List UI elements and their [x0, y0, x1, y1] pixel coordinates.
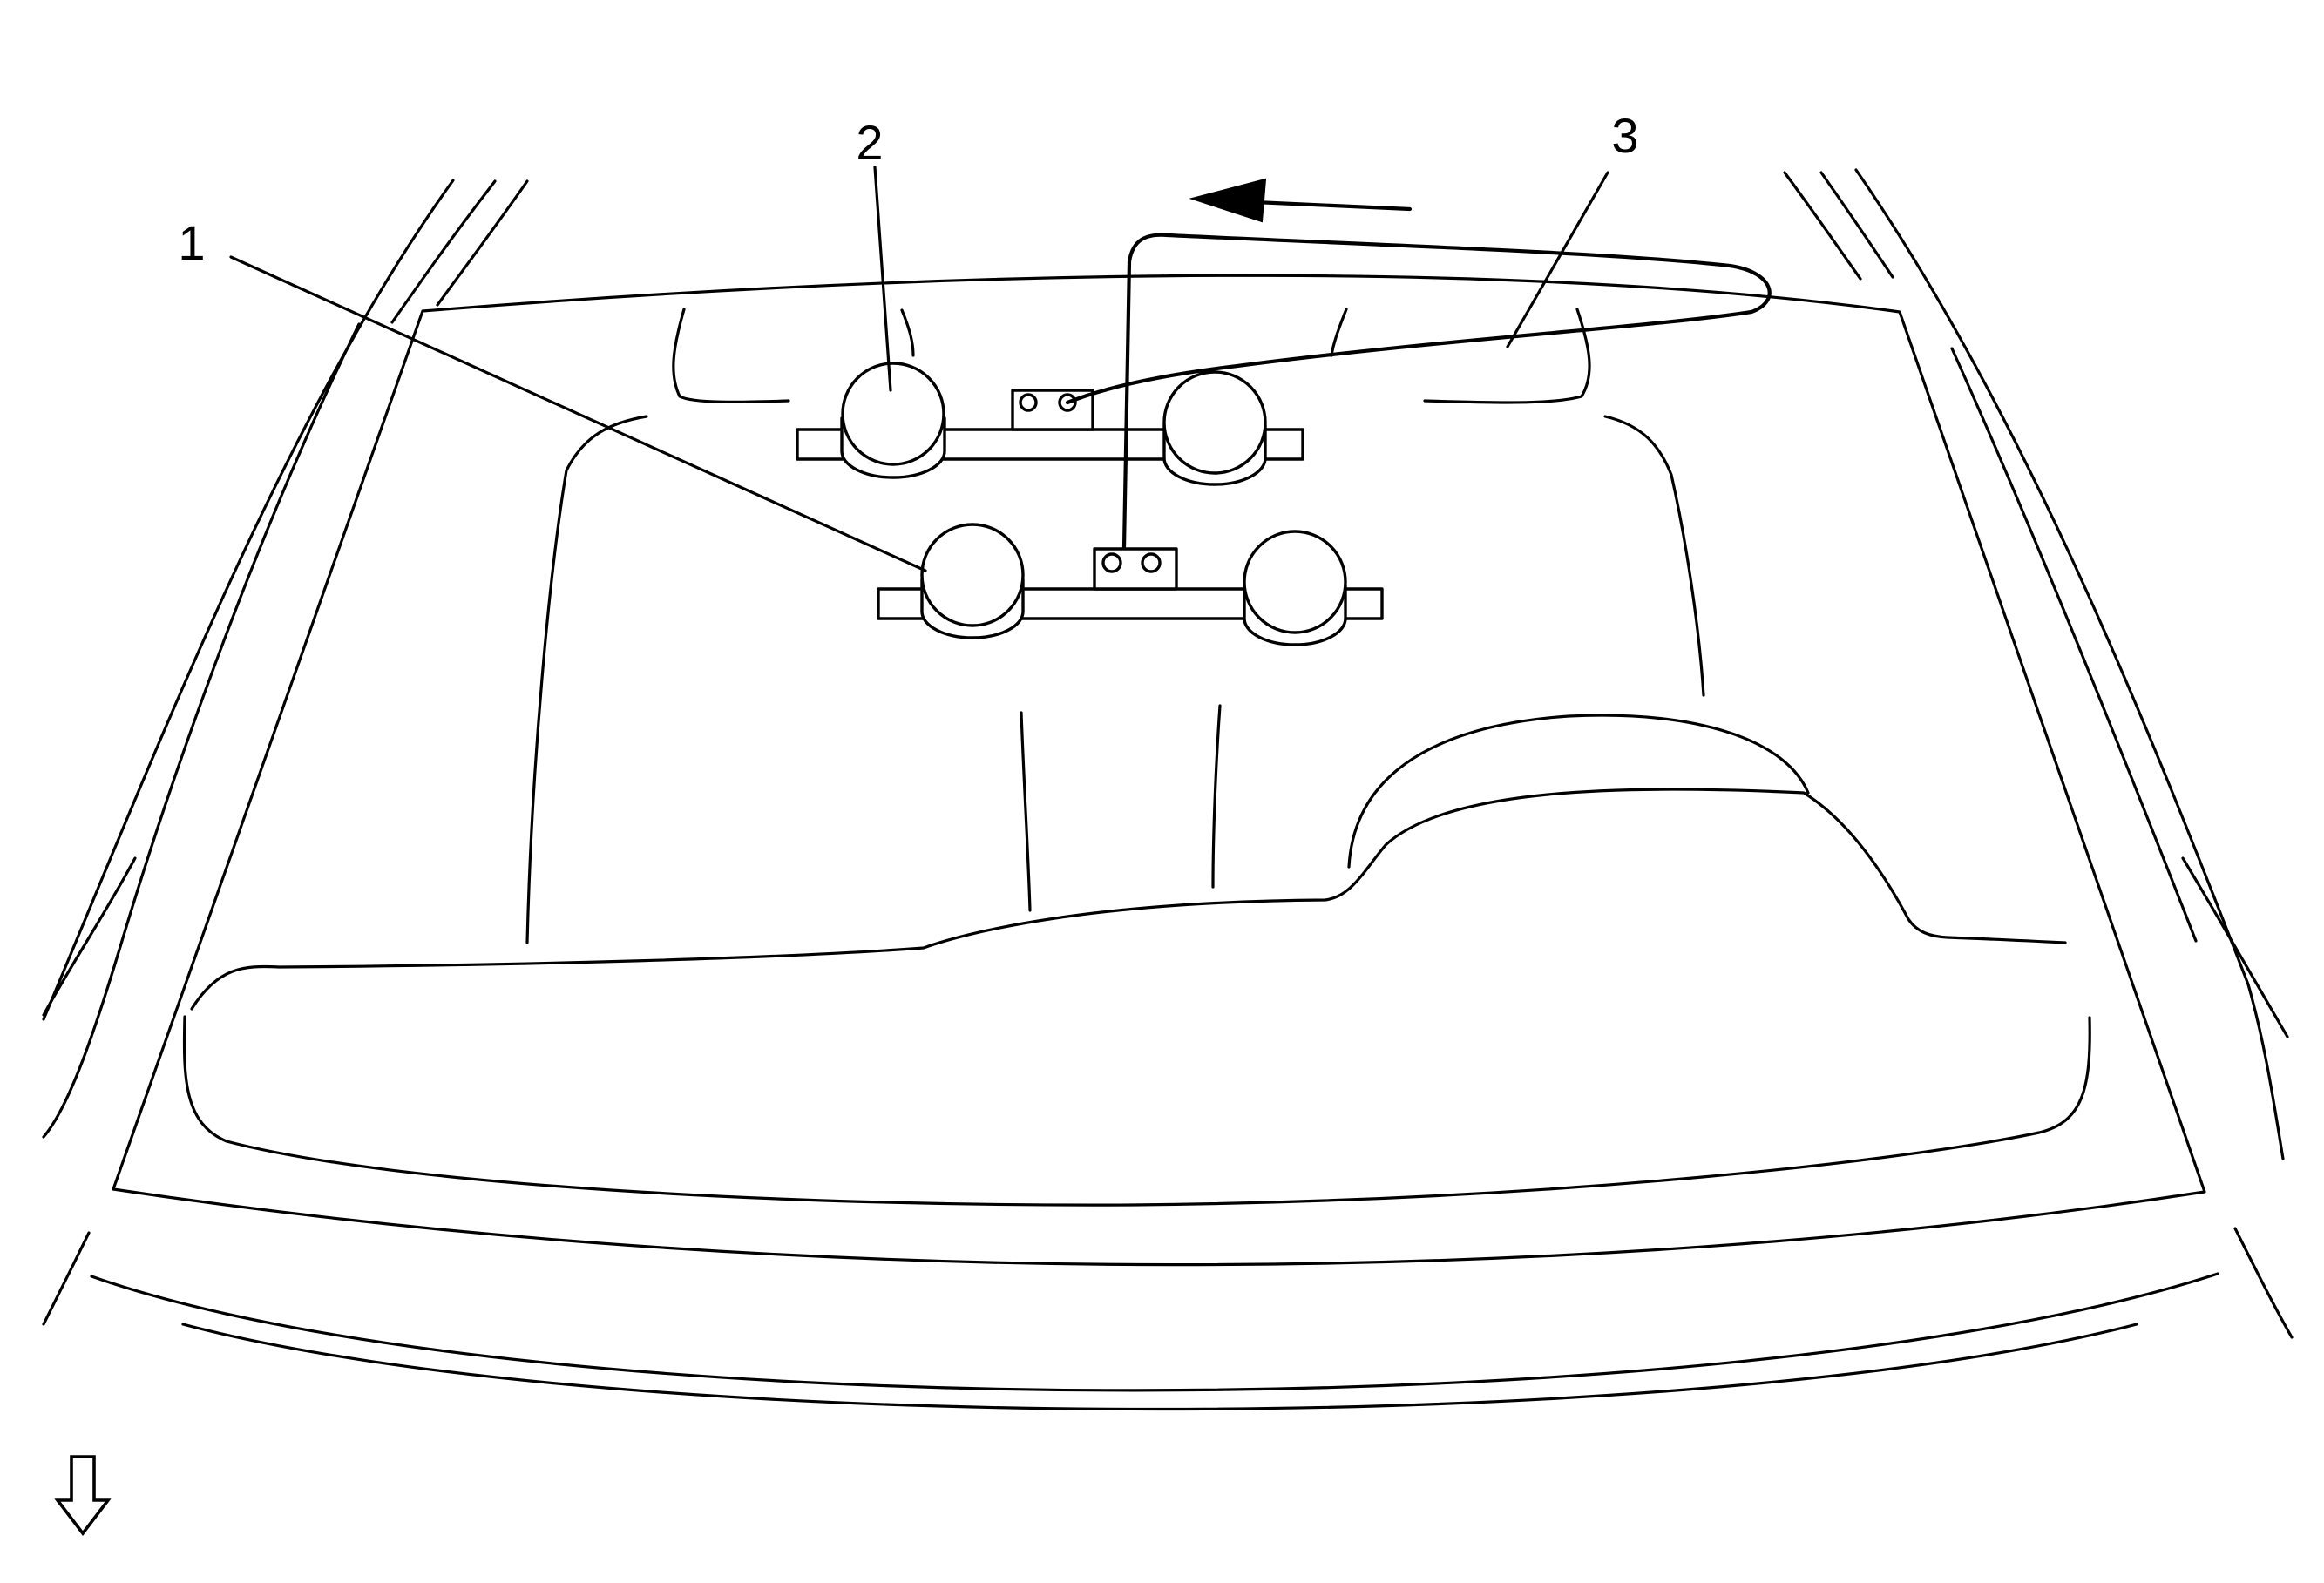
interior-seats	[182, 308, 2091, 1207]
lower-left-microphone	[920, 523, 1025, 639]
upper-right-microphone	[1162, 370, 1267, 486]
upper-mounting-bar	[796, 362, 1304, 486]
upper-left-microphone	[840, 362, 946, 479]
callout-3-label: 3	[1611, 108, 1638, 163]
callout-2-leader	[873, 166, 892, 392]
wiring-harness	[1065, 233, 1772, 550]
lower-connector-pin-left	[1101, 552, 1122, 573]
lower-connector-pin-right	[1141, 552, 1162, 573]
callout-3-leader	[1506, 171, 1609, 348]
callout-2-label: 2	[856, 115, 883, 170]
filled-left-arrow-icon	[1189, 178, 1413, 223]
upper-connector-pin-left	[1019, 393, 1038, 412]
callout-leaders	[229, 166, 1609, 572]
hollow-down-arrow-icon	[54, 1455, 112, 1536]
callout-1-label: 1	[178, 215, 205, 270]
lower-right-microphone	[1243, 530, 1347, 646]
callout-1-leader	[229, 255, 927, 572]
car-body-outline	[42, 168, 2294, 1411]
rear-window-glass	[112, 274, 2206, 1267]
lower-mounting-bar	[877, 523, 1384, 646]
